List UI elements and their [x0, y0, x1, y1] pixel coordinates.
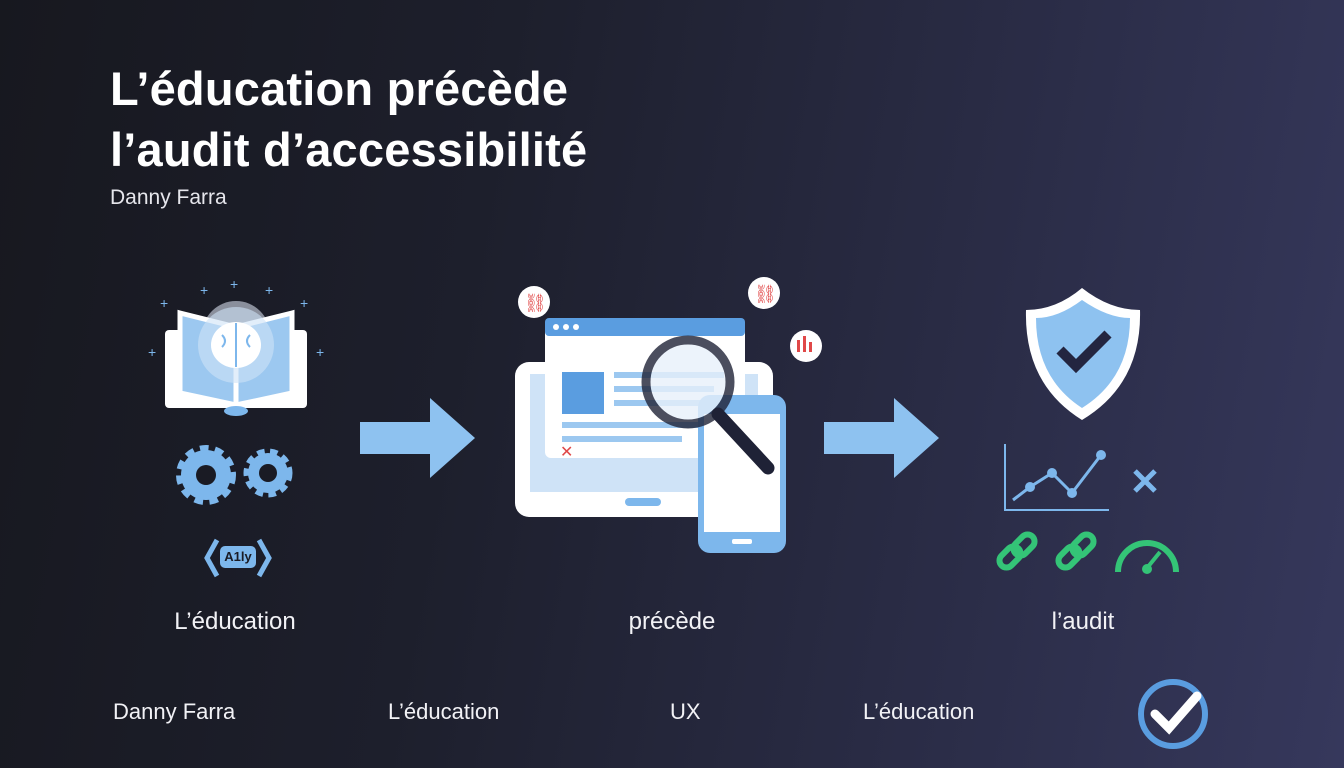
check-circle-icon	[1138, 679, 1208, 749]
svg-text:+: +	[200, 282, 208, 298]
chart-error-icon	[790, 330, 822, 362]
page-title: L’éducation précède l’audit d’accessibil…	[110, 58, 587, 180]
footer-item: L’éducation	[388, 699, 500, 724]
browser-magnifier-icon: ⛓ ⛓ ✕	[515, 277, 822, 553]
book-brain-icon: + + + + + + +	[148, 276, 324, 416]
broken-link-icon: ⛓	[748, 277, 780, 309]
svg-text:+: +	[265, 282, 273, 298]
broken-link-icon: ⛓	[518, 286, 550, 318]
link-icon	[996, 531, 1038, 571]
step-label-audit: l’audit	[1051, 608, 1115, 635]
author-name: Danny Farra	[110, 186, 227, 209]
link-icon	[1055, 531, 1097, 571]
arrow-right-icon	[824, 398, 939, 478]
svg-text:+: +	[230, 276, 238, 292]
svg-text:+: +	[316, 344, 324, 360]
svg-text:⛓: ⛓	[754, 284, 777, 304]
svg-text:+: +	[148, 344, 156, 360]
shield-check-icon	[1025, 288, 1141, 420]
gauge-icon	[1115, 540, 1179, 574]
gears-icon	[176, 445, 293, 505]
footer-item: Danny Farra	[113, 699, 236, 724]
sparkle-icons: + + + + + + +	[148, 276, 324, 360]
title-line-1: L’éducation précède	[110, 62, 569, 115]
arrow-right-icon	[360, 398, 475, 478]
svg-text:⛓: ⛓	[524, 293, 547, 313]
svg-text:+: +	[160, 295, 168, 311]
close-x-icon	[1133, 469, 1157, 493]
line-chart-icon	[1004, 444, 1109, 511]
step-label-precede: précède	[628, 608, 716, 635]
step-label-education: L’éducation	[174, 608, 296, 635]
error-icon: ✕	[560, 444, 573, 461]
a11y-code-icon	[204, 538, 272, 578]
svg-text:+: +	[300, 295, 308, 311]
footer-item: UX	[670, 699, 701, 724]
title-line-2: l’audit d’accessibilité	[110, 123, 588, 176]
a11y-badge-text: A1ly	[224, 549, 252, 564]
footer-item: L’éducation	[863, 699, 975, 724]
